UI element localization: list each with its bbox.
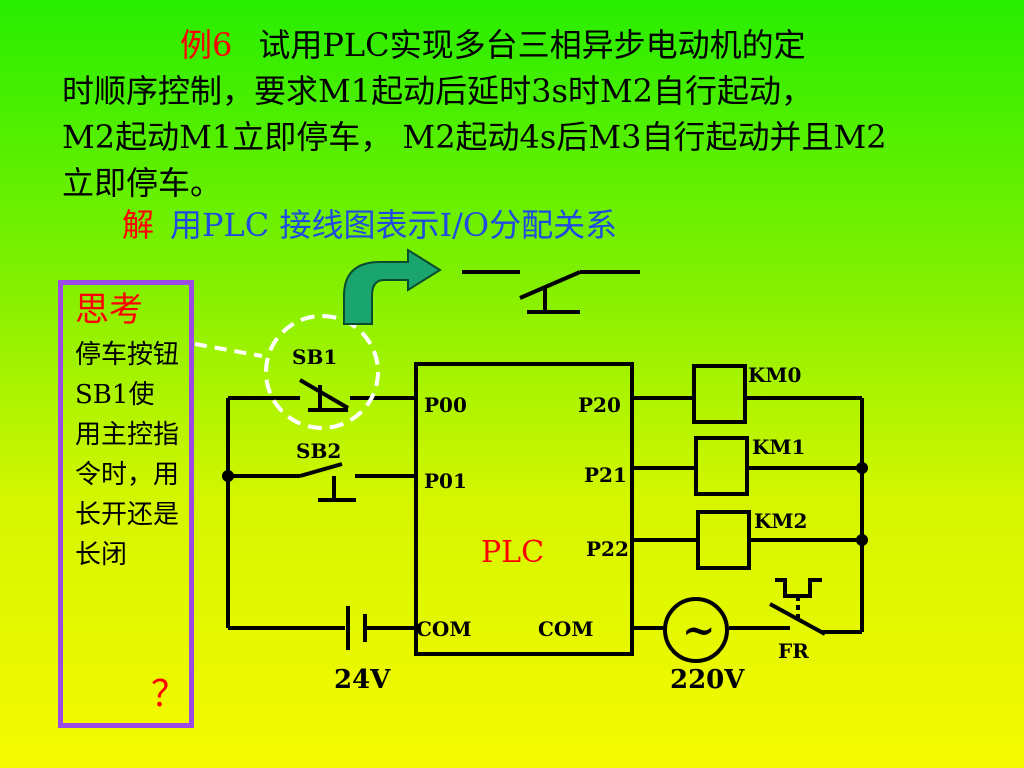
input-p00: P00 [424, 393, 467, 417]
think-box: 思考 停车按钮SB1使用主控指令时，用长开还是长闭 ？ [58, 280, 194, 728]
ac-supply-label: 220V [670, 665, 745, 695]
sb2-label: SB2 [296, 439, 341, 463]
nc-contact-blade [519, 270, 581, 300]
curved-arrow-icon [343, 248, 442, 325]
input-p01: P01 [424, 469, 467, 493]
coil-km2 [696, 510, 751, 570]
com-left: COM [416, 617, 471, 641]
problem-statement: 例6 试用PLC实现多台三相异步电动机的定 时顺序控制，要求M1起动后延时3s时M… [62, 22, 962, 206]
solution-label: 解 [122, 206, 155, 244]
output-p21: P21 [584, 463, 627, 487]
coil-km1 [694, 436, 749, 496]
solution-text: 用PLC 接线图表示I/O分配关系 [170, 206, 618, 244]
junction-dot [222, 470, 234, 482]
ac-symbol: ~ [682, 607, 716, 654]
fr-label: FR [778, 639, 809, 663]
sb1-highlight-circle [264, 314, 380, 430]
junction-dot [856, 534, 868, 546]
km1-label: KM1 [752, 435, 805, 459]
think-body: 停车按钮SB1使用主控指令时，用长开还是长闭 [75, 340, 180, 570]
fr-thermal-element [775, 578, 822, 598]
example-label: 例6 [180, 26, 233, 64]
ac-source-circle [663, 597, 729, 663]
question-mark: ？ [151, 674, 188, 715]
sb1-blade [298, 378, 350, 410]
problem-line-1: 例6 试用PLC实现多台三相异步电动机的定 [62, 22, 962, 68]
km0-label: KM0 [748, 363, 801, 387]
fr-blade [769, 602, 826, 636]
sb1-label: SB1 [292, 345, 337, 369]
km2-label: KM2 [754, 509, 807, 533]
output-p22: P22 [586, 537, 629, 561]
dc-supply-label: 24V [334, 665, 391, 695]
problem-line-2: 时顺序控制，要求M1起动后延时3s时M2自行起动， [62, 72, 814, 110]
think-title: 思考 [75, 290, 143, 330]
plc-box [414, 362, 634, 656]
junction-dot [856, 462, 868, 474]
plc-label: PLC [481, 535, 544, 570]
output-p20: P20 [578, 393, 621, 417]
dashed-pointer [194, 342, 263, 358]
problem-text-1: 试用PLC实现多台三相异步电动机的定 [258, 26, 806, 64]
sb2-blade [299, 462, 343, 478]
coil-km0 [692, 364, 747, 424]
problem-line-4: 立即停车。 [62, 164, 223, 202]
solution-heading: 解用PLC 接线图表示I/O分配关系 [122, 202, 617, 248]
com-right: COM [538, 617, 593, 641]
problem-line-3: M2起动M1立即停车， M2起动4s后M3自行起动并且M2 [62, 118, 887, 156]
